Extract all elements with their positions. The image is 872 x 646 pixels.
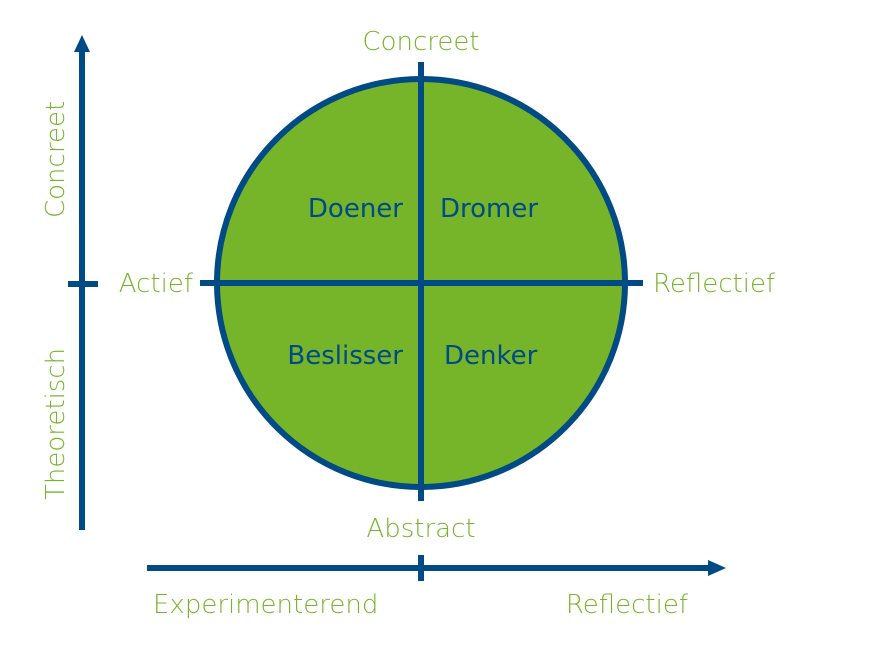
circle-left-label: Actief xyxy=(119,269,194,299)
vertical-axis-bottom-label: Theoretisch xyxy=(41,348,71,500)
quadrant-label-beslisser: Beslisser xyxy=(287,341,403,371)
circle-bottom-label: Abstract xyxy=(366,514,475,544)
circle-top-label: Concreet xyxy=(362,27,479,57)
quadrant-label-dromer: Dromer xyxy=(440,194,538,224)
quadrant-label-denker: Denker xyxy=(444,341,538,371)
horizontal-axis-right-label: Reflectief xyxy=(566,590,689,620)
horizontal-axis-arrowhead xyxy=(708,560,726,576)
circle-right-label: Reflectief xyxy=(653,269,776,299)
vertical-axis-arrowhead xyxy=(74,35,90,52)
vertical-axis-top-label: Concreet xyxy=(41,101,71,218)
quadrant-label-doener: Doener xyxy=(308,194,403,224)
horizontal-axis-left-label: Experimenterend xyxy=(153,590,378,620)
